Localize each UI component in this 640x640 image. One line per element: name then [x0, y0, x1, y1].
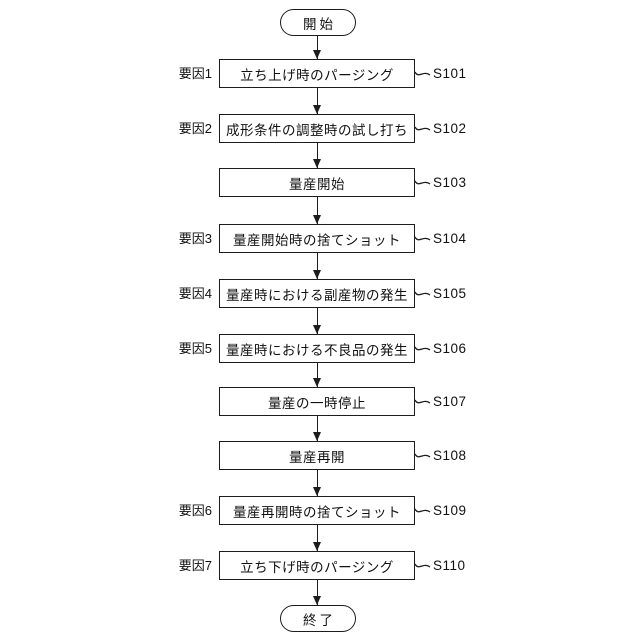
flow-arrow: [316, 580, 319, 605]
flow-step-s104: 要因3 量産開始時の捨てショット S104: [0, 224, 640, 253]
step-ref: S101: [433, 66, 467, 81]
process-box: 成形条件の調整時の試し打ち: [219, 114, 415, 143]
flow-step-s103: 量産開始 S103: [0, 168, 640, 197]
process-box: 量産時における副産物の発生: [219, 279, 415, 308]
process-box: 立ち上げ時のパージング: [219, 59, 415, 88]
flow-step-s110: 要因7 立ち下げ時のパージング S110: [0, 551, 640, 580]
factor-label: 要因7: [178, 558, 212, 573]
flow-arrow: [316, 88, 319, 114]
ref-connector-squiggle: [414, 236, 431, 241]
flow-arrow: [316, 525, 319, 551]
ref-connector-squiggle: [414, 71, 431, 76]
start-terminal: 開始: [280, 9, 356, 36]
ref-connector-squiggle: [414, 180, 431, 185]
step-ref: S107: [433, 394, 467, 409]
flow-arrow: [316, 416, 319, 441]
flow-step-s108: 量産再開 S108: [0, 441, 640, 470]
flow-step-s102: 要因2 成形条件の調整時の試し打ち S102: [0, 114, 640, 143]
ref-connector-squiggle: [414, 399, 431, 404]
start-terminal-label: 開始: [303, 16, 336, 32]
ref-connector-squiggle: [414, 508, 431, 513]
step-ref: S103: [433, 175, 467, 190]
flow-arrow: [316, 197, 319, 224]
factor-label: 要因6: [178, 503, 212, 518]
ref-connector-squiggle: [414, 453, 431, 458]
ref-connector-squiggle: [414, 126, 431, 131]
flow-arrow: [316, 308, 319, 334]
process-label: 量産再開: [289, 449, 345, 465]
step-ref: S106: [433, 341, 467, 356]
step-ref: S105: [433, 286, 467, 301]
ref-connector-squiggle: [414, 291, 431, 296]
flow-step-s109: 要因6 量産再開時の捨てショット S109: [0, 496, 640, 525]
step-ref: S110: [433, 558, 466, 573]
flow-step-s101: 要因1 立ち上げ時のパージング S101: [0, 59, 640, 88]
flow-arrow: [316, 253, 319, 279]
process-box: 量産時における不良品の発生: [219, 334, 415, 363]
step-ref: S102: [433, 121, 467, 136]
process-box: 量産再開時の捨てショット: [219, 496, 415, 525]
ref-connector-squiggle: [414, 346, 431, 351]
step-ref: S104: [433, 231, 467, 246]
process-label: 成形条件の調整時の試し打ち: [226, 122, 408, 138]
flow-arrow: [316, 143, 319, 168]
process-box: 量産再開: [219, 441, 415, 470]
process-box: 量産の一時停止: [219, 387, 415, 416]
process-label: 量産再開時の捨てショット: [233, 504, 401, 520]
ref-connector-squiggle: [414, 563, 431, 568]
process-label: 量産時における不良品の発生: [226, 342, 408, 358]
process-label: 量産開始: [289, 176, 345, 192]
factor-label: 要因1: [178, 66, 212, 81]
factor-label: 要因3: [178, 231, 212, 246]
process-label: 立ち下げ時のパージング: [240, 559, 394, 575]
process-label: 立ち上げ時のパージング: [240, 67, 394, 83]
flow-arrow: [316, 35, 319, 59]
end-terminal-label: 終了: [303, 612, 336, 628]
process-label: 量産開始時の捨てショット: [233, 232, 401, 248]
step-ref: S109: [433, 503, 467, 518]
process-box: 立ち下げ時のパージング: [219, 551, 415, 580]
flow-step-s106: 要因5 量産時における不良品の発生 S106: [0, 334, 640, 363]
factor-label: 要因2: [178, 121, 212, 136]
flow-arrow: [316, 363, 319, 387]
process-label: 量産時における副産物の発生: [226, 287, 408, 303]
flow-arrow: [316, 470, 319, 496]
factor-label: 要因5: [178, 341, 212, 356]
process-label: 量産の一時停止: [268, 395, 366, 411]
flow-step-s105: 要因4 量産時における副産物の発生 S105: [0, 279, 640, 308]
process-box: 量産開始: [219, 168, 415, 197]
factor-label: 要因4: [178, 286, 212, 301]
end-terminal: 終了: [280, 605, 356, 632]
process-box: 量産開始時の捨てショット: [219, 224, 415, 253]
step-ref: S108: [433, 448, 467, 463]
flow-step-s107: 量産の一時停止 S107: [0, 387, 640, 416]
